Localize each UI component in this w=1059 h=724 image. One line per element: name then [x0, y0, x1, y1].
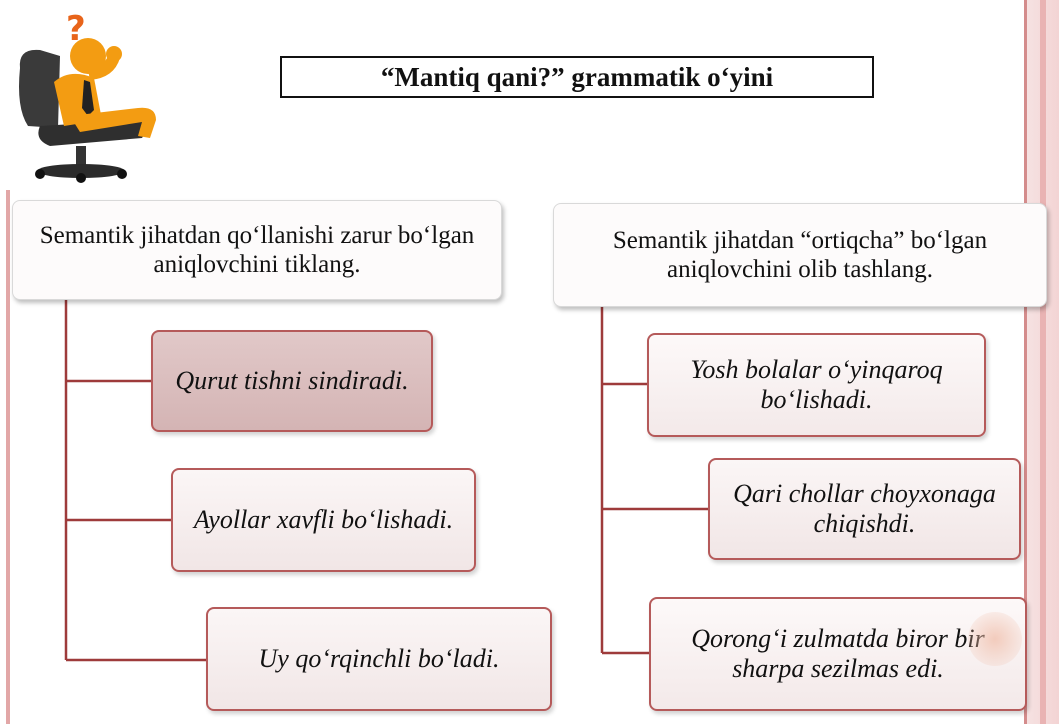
- right-sentence-1: Yosh bolalar o‘yinqaroq bo‘lishadi.: [647, 333, 986, 437]
- left-sentence-1: Qurut tishni sindiradi.: [151, 330, 433, 432]
- left-sentence-3: Uy qo‘rqinchli bo‘ladi.: [206, 607, 552, 711]
- question-mark-icon: ?: [66, 9, 86, 49]
- right-instruction-box: Semantik jihatdan “ortiqcha” bo‘lgan ani…: [553, 203, 1047, 307]
- left-sentence-2: Ayollar xavfli bo‘lishadi.: [171, 468, 476, 572]
- right-sentence-3: Qorong‘i zulmatda biror bir sharpa sezil…: [649, 597, 1027, 711]
- right-sentence-2: Qari chollar choyxonaga chiqishdi.: [708, 458, 1021, 560]
- page-title: “Mantiq qani?” grammatik o‘yini: [280, 56, 874, 98]
- thinking-person-icon: ?: [19, 9, 156, 183]
- right-border-line: [1024, 0, 1027, 724]
- left-border-line: [6, 190, 10, 724]
- left-instruction-box: Semantik jihatdan qo‘llanishi zarur bo‘l…: [12, 200, 502, 300]
- right-border-line-inner: [1040, 0, 1046, 724]
